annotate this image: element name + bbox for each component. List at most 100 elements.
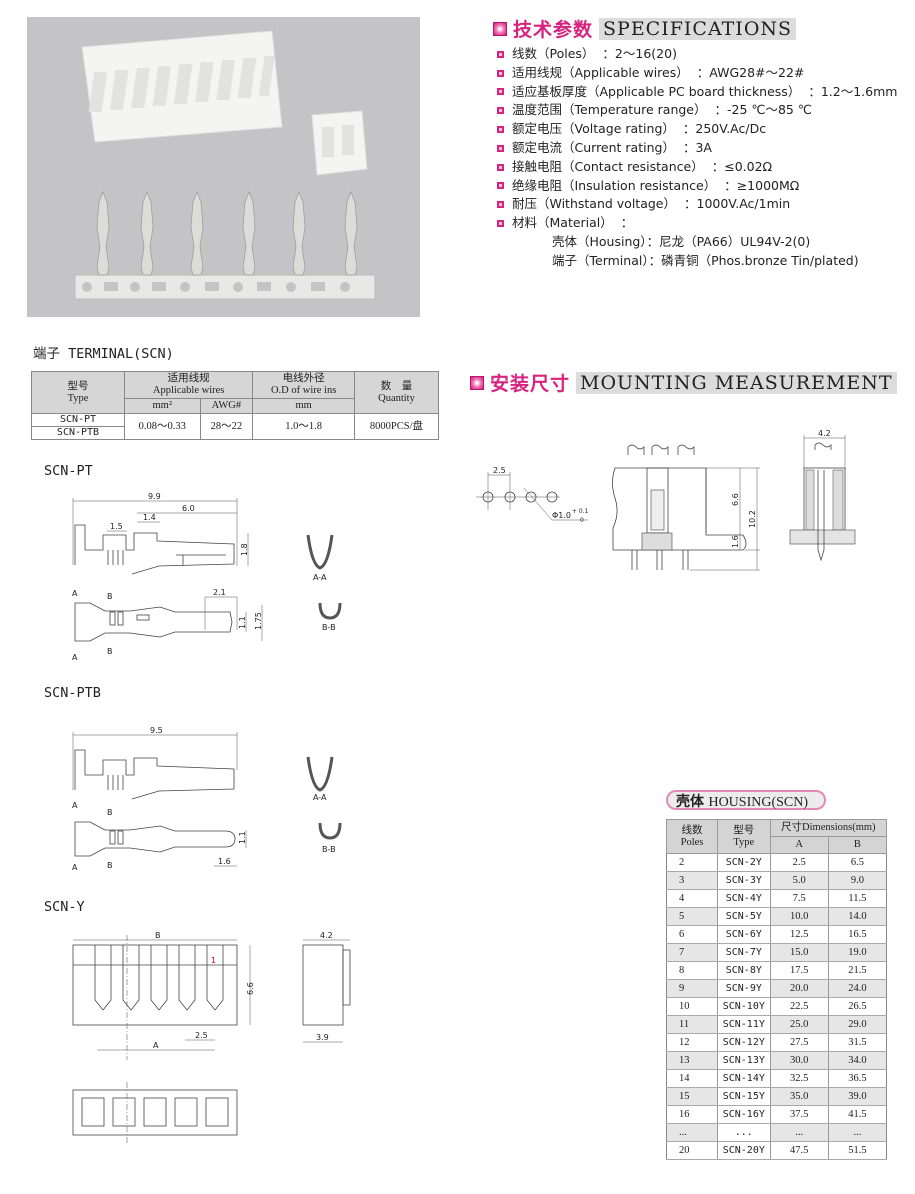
spec-value: ：-25 ℃～85 ℃ — [714, 102, 812, 118]
dim-b-cell: 9.0 — [828, 871, 887, 890]
section-mark-b: B — [107, 592, 113, 601]
spec-value: ：1000V.Ac/1min — [684, 196, 791, 212]
dim-3-9: 3.9 — [316, 1033, 329, 1042]
spec-value: ：≤0.02Ω — [711, 158, 773, 174]
product-photo — [27, 17, 420, 317]
pcb-hole-pattern-drawing: 2.5 Φ1.0 + 0.1 0 — [476, 466, 589, 524]
dim-b-cell: 39.0 — [828, 1087, 887, 1106]
dim-b-cell: 19.0 — [828, 943, 887, 962]
section-a-a-label: A-A — [313, 573, 327, 582]
dim-b-cell: 36.5 — [828, 1069, 887, 1088]
specifications-title-en: SPECIFICATIONS — [599, 17, 797, 40]
section-mark-b: B — [107, 808, 113, 817]
dim-1-4: 1.4 — [143, 513, 156, 522]
poles-cell: 7 — [666, 943, 718, 962]
header-dimensions: 尺寸Dimensions(mm) — [769, 819, 888, 837]
dim-a-cell: 47.5 — [770, 1141, 829, 1160]
dim-a-cell: ... — [770, 1123, 829, 1142]
spec-item: 线数（Poles）：2～16(20) — [497, 45, 897, 64]
table-row: SCN-PTB — [31, 426, 439, 440]
scn-y-label: SCN-Y — [44, 899, 85, 915]
header-mm2: mm² — [124, 398, 201, 414]
header-a: A — [769, 836, 829, 854]
dim-a-cell: 35.0 — [770, 1087, 829, 1106]
terminal-strip — [74, 191, 376, 300]
spec-value: ： — [620, 215, 634, 231]
poles-cell: 9 — [666, 979, 718, 998]
long-housing — [81, 30, 283, 143]
pitch-dimension: 2.5 — [493, 466, 506, 475]
type-cell: SCN-11Y — [717, 1015, 771, 1034]
type-cell: SCN-20Y — [717, 1141, 771, 1160]
scn-ptb-top-view: 1.6 1.1 A B A B — [72, 801, 247, 872]
spec-label: 额定电流（Current rating） — [512, 139, 675, 155]
od-cell: 1.0～1.8 — [252, 413, 355, 440]
spec-item: 温度范围（Temperature range） ：-25 ℃～85 ℃ — [497, 101, 897, 120]
material-label: 壳体（Housing） — [552, 233, 647, 249]
section-mark-a: A — [72, 653, 78, 662]
section-mark-b: B — [107, 647, 113, 656]
dim-1-5: 1.5 — [110, 522, 123, 531]
spec-value: ：250V.Ac/Dc — [682, 121, 767, 137]
poles-cell: 2 — [666, 853, 718, 872]
dim-a: A — [153, 1041, 159, 1050]
scn-y-bottom-view — [72, 1082, 238, 1145]
material-label: 端子（Terminal） — [552, 252, 649, 268]
dim-b: B — [155, 931, 161, 940]
hole-tolerance-minus: 0 — [580, 517, 584, 524]
type-cell: SCN-10Y — [717, 997, 771, 1016]
type-cell: SCN-2Y — [717, 853, 771, 872]
spec-label: 材料（Material） — [512, 215, 613, 231]
spec-label: 接触电阻（Contact resistance） — [512, 158, 704, 174]
header-type-cn: 型号 — [733, 824, 755, 836]
spec-item: 额定电压（Voltage rating） ：250V.Ac/Dc — [497, 120, 897, 139]
header-b: B — [827, 836, 888, 854]
poles-cell: ... — [666, 1123, 718, 1142]
section-b-b-label: B-B — [322, 623, 336, 632]
spec-item: 适用线规（Applicable wires） ：AWG28#～22# — [497, 64, 897, 83]
spec-label: 适用线规（Applicable wires） — [512, 64, 689, 80]
spec-item: 适应基板厚度（Applicable PC board thickness）：1.… — [497, 83, 897, 102]
spec-label: 温度范围（Temperature range） — [512, 102, 707, 118]
dim-a-cell: 7.5 — [770, 889, 829, 908]
square-bullet-icon — [497, 144, 504, 152]
spec-item: 绝缘电阻（Insulation resistance）：≥1000MΩ — [497, 177, 897, 196]
height-1-6-dimension: 1.6 — [731, 535, 740, 548]
table-row: ............ — [666, 1123, 887, 1142]
spec-value: ：AWG28#～22# — [696, 64, 805, 80]
section-mark-b: B — [107, 861, 113, 870]
dim-1-8: 1.8 — [240, 543, 249, 556]
height-6-6-dimension: 6.6 — [731, 493, 740, 506]
spec-item: 额定电流（Current rating）：3A — [497, 139, 897, 158]
poles-cell: 8 — [666, 961, 718, 980]
specifications-title-cn: 技术参数 — [513, 19, 594, 41]
spec-label: 线数（Poles） — [512, 46, 595, 61]
connector-photo-illustration — [74, 30, 376, 300]
type-cell: SCN-15Y — [717, 1087, 771, 1106]
square-bullet-icon — [497, 163, 504, 171]
square-bullet-icon — [497, 69, 504, 77]
quantity-cell: 8000PCS/盘 — [353, 413, 440, 440]
dim-a-cell: 32.5 — [770, 1069, 829, 1088]
type-cell: SCN-6Y — [717, 925, 771, 944]
header-od-en: O.D of wire ins — [270, 385, 337, 396]
type-cell: ... — [717, 1123, 771, 1142]
section-mark-a: A — [72, 863, 78, 872]
spec-label: 额定电压（Voltage rating） — [512, 121, 675, 137]
